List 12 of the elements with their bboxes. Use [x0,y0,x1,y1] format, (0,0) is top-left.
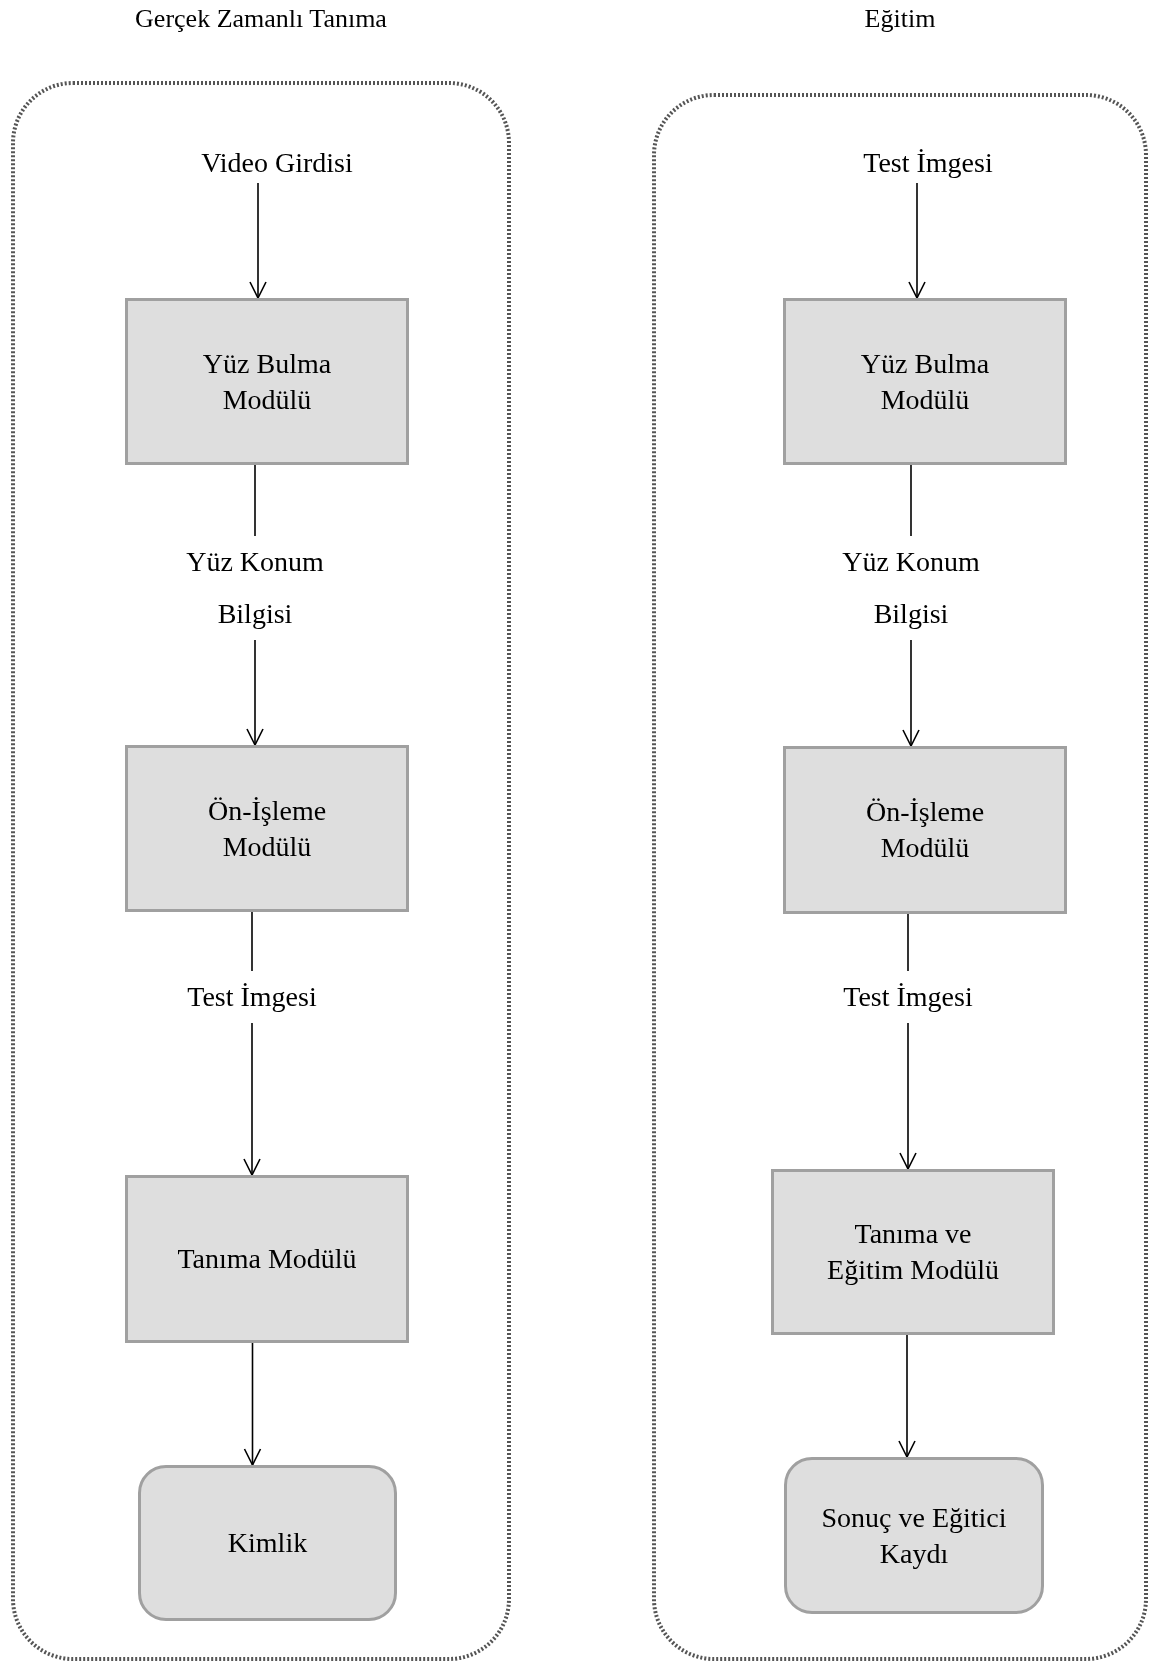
process-box: Yüz Bulma Modülü [125,298,409,465]
group-title: Eğitim [863,3,937,35]
input-label: Video Girdisi [177,143,377,183]
output-box: Sonuç ve Eğitici Kaydı [784,1457,1044,1614]
process-box: Tanıma Modülü [125,1175,409,1343]
input-label: Test İmgesi [828,143,1028,183]
process-box: Yüz Bulma Modülü [783,298,1067,465]
group-title: Gerçek Zamanlı Tanıma [134,3,388,35]
output-box: Kimlik [138,1465,397,1621]
process-box: Tanıma ve Eğitim Modülü [771,1169,1055,1335]
process-box: Ön-İşleme Modülü [125,745,409,912]
process-box: Ön-İşleme Modülü [783,746,1067,914]
